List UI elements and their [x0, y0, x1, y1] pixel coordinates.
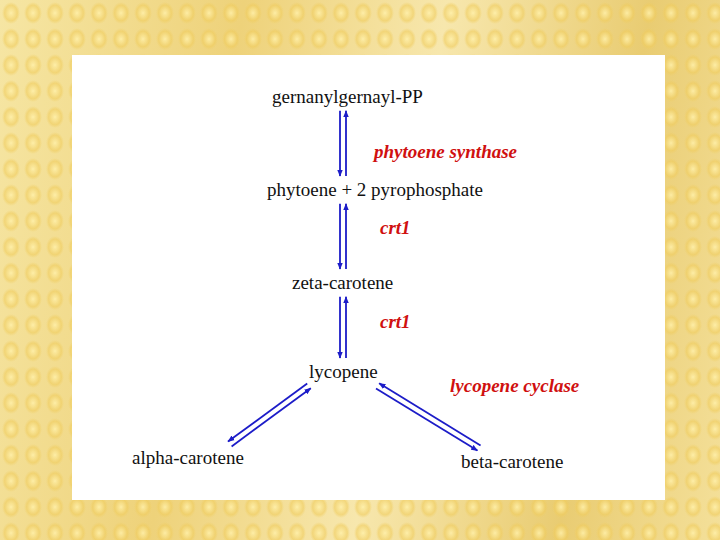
reaction-arrow	[376, 388, 477, 450]
reaction-arrow	[345, 204, 347, 269]
compound-node: gernanylgernayl-PP	[268, 85, 427, 109]
reversible-arrow	[228, 383, 311, 446]
compound-name: beta-carotene	[461, 451, 563, 473]
reaction-arrow	[339, 297, 341, 358]
reversible-arrow	[340, 204, 346, 269]
reversible-arrow	[340, 297, 346, 358]
compound-node: beta-carotene	[457, 450, 567, 474]
enzyme-label: crt1	[378, 311, 413, 333]
enzyme-label: lycopene cyclase	[448, 375, 581, 397]
reaction-arrow	[228, 383, 307, 441]
reaction-arrow	[232, 388, 311, 446]
reaction-arrow	[339, 111, 341, 176]
compound-node: alpha-carotene	[128, 446, 248, 470]
compound-name: zeta-carotene	[292, 272, 393, 294]
reaction-arrow	[345, 297, 347, 358]
compound-node: phytoene + 2 pyrophosphate	[263, 178, 487, 202]
compound-name: lycopene	[309, 361, 378, 383]
enzyme-label: crt1	[378, 217, 413, 239]
reversible-arrow	[340, 111, 346, 176]
reaction-arrow	[345, 111, 347, 176]
enzyme-label: phytoene synthase	[372, 141, 519, 163]
compound-node: lycopene	[305, 360, 382, 384]
reaction-arrow	[339, 204, 341, 269]
compound-name: gernanylgernayl-PP	[272, 86, 423, 108]
compound-node: zeta-carotene	[288, 271, 397, 295]
compound-name: alpha-carotene	[132, 447, 244, 469]
compound-name: phytoene + 2 pyrophosphate	[267, 179, 483, 201]
